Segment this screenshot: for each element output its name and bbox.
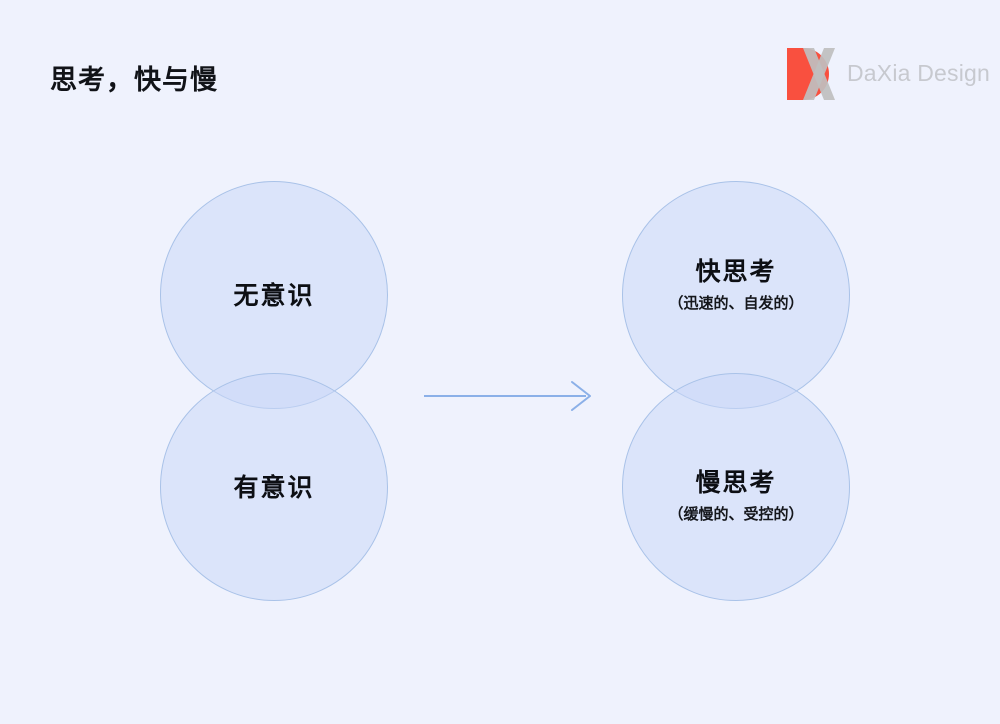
brand-logo: DaXia Design — [781, 46, 990, 102]
daxia-dx-monogram-icon — [787, 48, 835, 100]
circle-fast-thinking-label: 快思考 — [695, 257, 777, 286]
page-title: 思考，快与慢 — [50, 65, 218, 95]
circle-slow-thinking: 慢思考 （缓慢的、受控的） — [622, 373, 850, 601]
circle-conscious: 有意识 — [160, 373, 388, 601]
brand-name: DaXia Design — [847, 60, 991, 86]
arrow-right-icon — [424, 381, 591, 411]
circle-slow-thinking-subtitle: （缓慢的、受控的） — [668, 506, 804, 524]
circle-unconscious-label: 无意识 — [233, 282, 315, 311]
circle-slow-thinking-label: 慢思考 — [695, 468, 777, 497]
circle-slow-thinking-text: 慢思考 （缓慢的、受控的） — [668, 468, 803, 524]
circle-fast-thinking-subtitle: （迅速的、自发的） — [668, 295, 804, 313]
circle-fast-thinking-text: 快思考 （迅速的、自发的） — [668, 257, 803, 313]
circle-unconscious-text: 无意识 — [233, 279, 314, 310]
circle-conscious-text: 有意识 — [233, 471, 314, 502]
circle-conscious-label: 有意识 — [233, 474, 315, 503]
